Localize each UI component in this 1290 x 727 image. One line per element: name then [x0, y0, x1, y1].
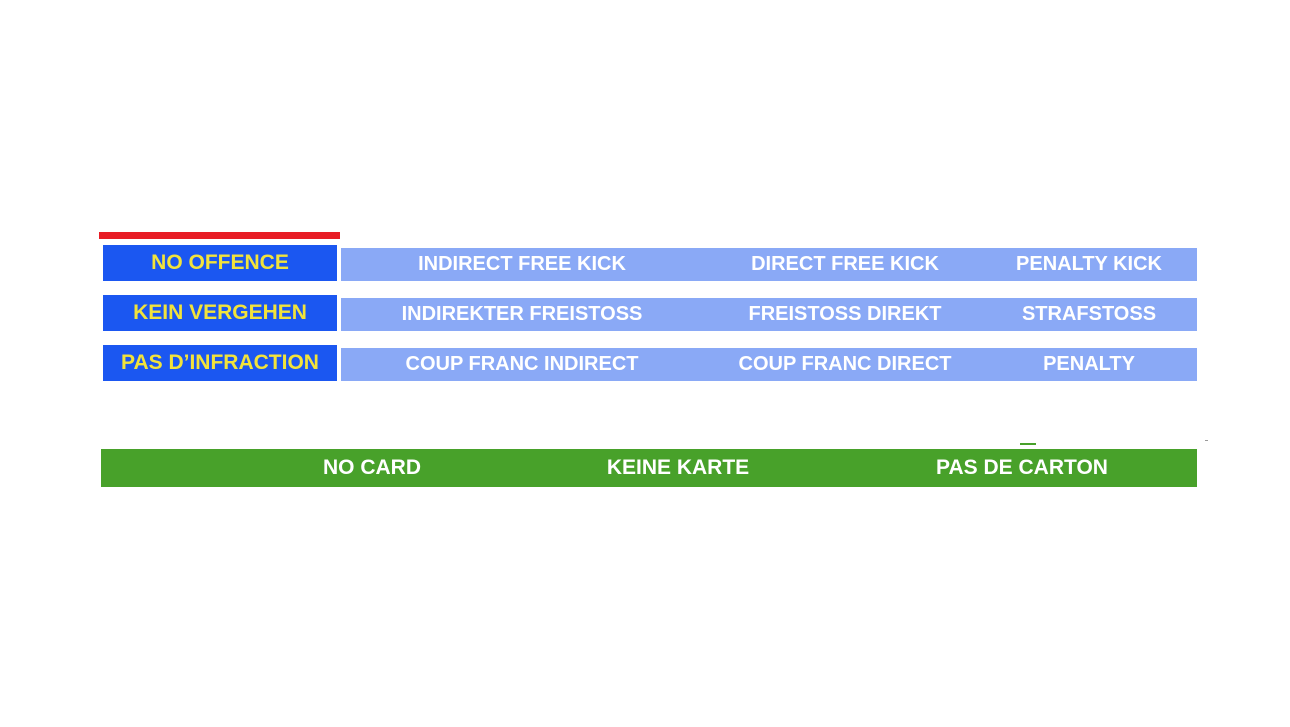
red-highlight-underline [99, 232, 340, 239]
freistoss-direkt-label: FREISTOSS DIREKT [748, 303, 942, 325]
offence-row-english: NO OFFENCE INDIRECT FREE KICK DIRECT FRE… [0, 245, 1290, 281]
keine-karte-label: KEINE KARTE [606, 456, 750, 479]
direct-free-kick-label: DIRECT FREE KICK [751, 253, 939, 275]
offence-bar-german: INDIREKTER FREISTOSS FREISTOSS DIREKT ST… [341, 298, 1197, 331]
offence-bar-english: INDIRECT FREE KICK DIRECT FREE KICK PENA… [341, 248, 1197, 281]
pas-de-carton-label: PAS DE CARTON [936, 456, 1108, 479]
pas-d-infraction-box: PAS D’INFRACTION [103, 345, 337, 381]
penalty-kick-label: PENALTY KICK [1016, 253, 1162, 275]
no-card-label: NO CARD [323, 456, 421, 479]
no-offence-box: NO OFFENCE [103, 245, 337, 281]
coup-franc-direct-label: COUP FRANC DIRECT [738, 353, 952, 375]
stray-green-line-artifact [1020, 443, 1036, 445]
pas-d-infraction-label: PAS D’INFRACTION [121, 351, 319, 374]
indirect-free-kick-label: INDIRECT FREE KICK [418, 253, 626, 275]
strafstoss-label: STRAFSTOSS [1021, 303, 1157, 325]
no-offence-label: NO OFFENCE [151, 251, 289, 274]
offence-bar-french: COUP FRANC INDIRECT COUP FRANC DIRECT PE… [341, 348, 1197, 381]
kein-vergehen-box: KEIN VERGEHEN [103, 295, 337, 331]
offence-row-german: KEIN VERGEHEN INDIREKTER FREISTOSS FREIS… [0, 295, 1290, 331]
stray-gray-speck-artifact [1205, 440, 1208, 441]
indirekter-freistoss-label: INDIREKTER FREISTOSS [401, 303, 643, 325]
penalty-label: PENALTY [1043, 353, 1135, 375]
offence-row-french: PAS D’INFRACTION COUP FRANC INDIRECT COU… [0, 345, 1290, 381]
kein-vergehen-label: KEIN VERGEHEN [133, 301, 307, 324]
coup-franc-indirect-label: COUP FRANC INDIRECT [405, 353, 639, 375]
no-card-bar: NO CARD KEINE KARTE PAS DE CARTON [101, 449, 1197, 487]
